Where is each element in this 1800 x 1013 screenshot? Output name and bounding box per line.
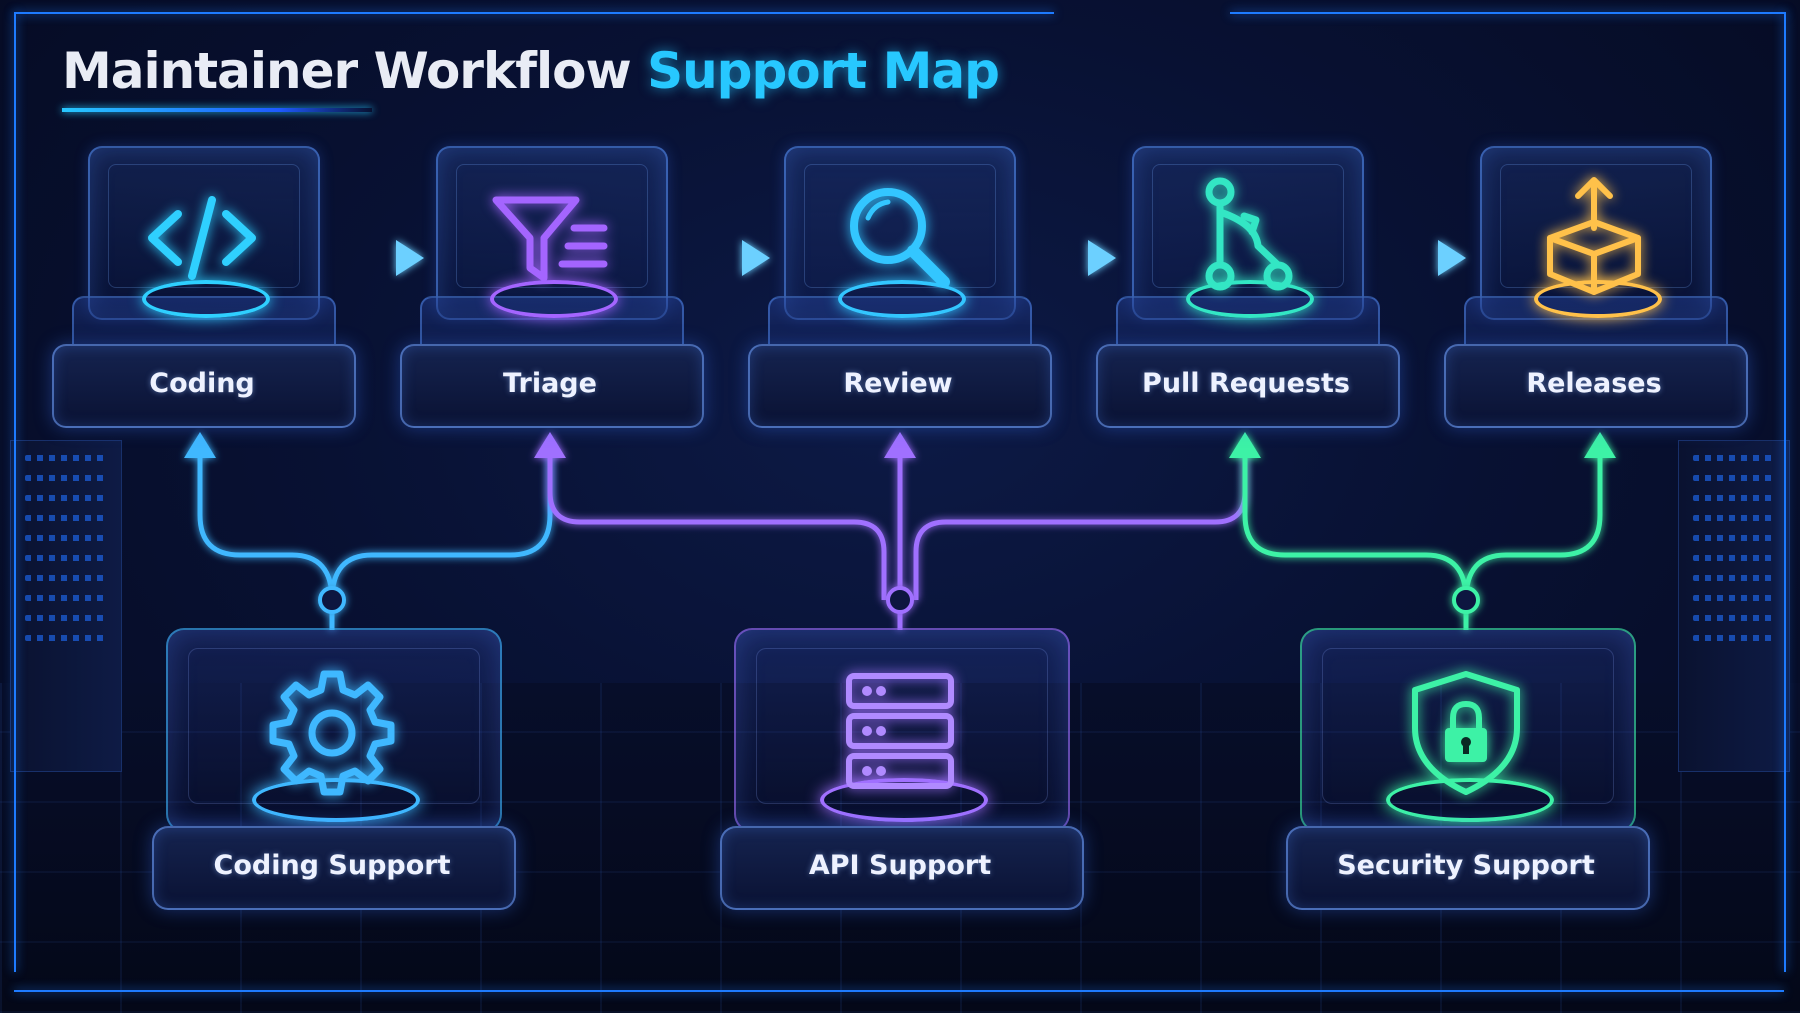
server-icon [846, 673, 954, 789]
frame-right [1784, 12, 1786, 972]
frame-left [14, 12, 16, 972]
up-arrowhead-releases [1584, 432, 1616, 458]
support-coding: Coding Support [152, 628, 516, 920]
title-underline [62, 108, 372, 112]
junction-coding-support [318, 586, 346, 614]
flow-arrowhead-3 [1088, 240, 1116, 276]
support-security: Security Support [1286, 628, 1650, 920]
junction-api-support [886, 586, 914, 614]
support-glow-ring [252, 778, 420, 822]
stage-triage: Triage [400, 146, 704, 436]
title-accent: Support Map [647, 42, 1000, 100]
server-rack-right [1678, 440, 1790, 772]
gear-icon [269, 670, 395, 796]
stage-releases: Releases [1444, 146, 1748, 436]
flow-arrowhead-1 [396, 240, 424, 276]
stage-label: Pull Requests [1142, 368, 1350, 399]
stage-label: Coding [149, 368, 255, 399]
up-arrowhead-triage [534, 432, 566, 458]
stage-label: Review [843, 368, 953, 399]
support-glow-ring [1386, 778, 1554, 822]
security-support-links [1242, 445, 1603, 630]
stage-glow-ring [490, 280, 618, 318]
frame-bottom [14, 990, 1784, 992]
support-label: API Support [808, 850, 992, 881]
stage-pull-requests: Pull Requests [1096, 146, 1400, 436]
flow-arrowhead-2 [742, 240, 770, 276]
support-label: Security Support [1337, 850, 1595, 881]
stage-label: Triage [503, 368, 597, 399]
frame-top-right [1230, 12, 1786, 14]
stage-plate [400, 344, 704, 428]
junction-nodes [318, 586, 1480, 614]
stage-glow-ring [1186, 280, 1314, 318]
stage-review: Review [748, 146, 1052, 436]
stage-glow-ring [838, 280, 966, 318]
filter-list-icon [492, 196, 608, 282]
junction-security-support [1452, 586, 1480, 614]
stage-plate [1096, 344, 1400, 428]
up-arrowhead-coding [184, 432, 216, 458]
support-glow-ring [820, 778, 988, 822]
support-plate [152, 826, 516, 910]
stage-glow-ring [1534, 280, 1662, 318]
server-rack-left [10, 440, 122, 772]
package-upload-icon [1547, 177, 1641, 295]
flow-arrowhead-4 [1438, 240, 1466, 276]
support-plate [1286, 826, 1650, 910]
page-title: Maintainer Workflow Support Map [62, 42, 1000, 100]
stage-coding: Coding [52, 146, 356, 436]
up-arrowhead-review [884, 432, 916, 458]
stage-glow-ring [142, 280, 270, 318]
flow-arrowheads [396, 240, 1466, 276]
coding-support-links [197, 445, 553, 630]
code-icon [148, 196, 256, 280]
up-arrowheads [184, 432, 1616, 458]
stage-label: Releases [1526, 368, 1662, 399]
shield-lock-icon [1412, 671, 1520, 795]
stage-glass [1480, 146, 1712, 320]
support-plate [720, 826, 1084, 910]
support-label: Coding Support [213, 850, 451, 881]
stage-plate [52, 344, 356, 428]
git-branch-icon [1205, 177, 1293, 291]
stage-plate [1444, 344, 1748, 428]
up-arrowhead-pull-requests [1229, 432, 1261, 458]
title-main: Maintainer Workflow [62, 42, 632, 100]
frame-top-left [14, 12, 1054, 14]
support-api: API Support [720, 628, 1084, 920]
stage-plate [748, 344, 1052, 428]
magnifier-icon [850, 188, 950, 288]
